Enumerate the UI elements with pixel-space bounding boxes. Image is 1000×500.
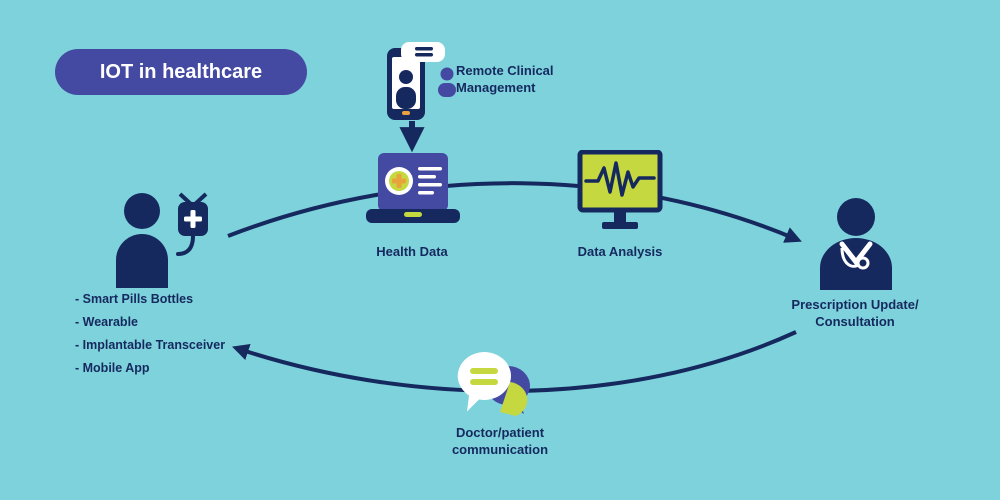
- communication-bubbles-icon: [457, 352, 530, 416]
- data-analysis-label-text: Data Analysis: [577, 244, 663, 259]
- doctor-icon: [820, 198, 892, 290]
- data-analysis-label: Data Analysis: [560, 243, 680, 260]
- data-analysis-monitor-icon: [577, 150, 663, 229]
- title-badge-label: IOT in healthcare: [99, 60, 263, 83]
- list-item-wearable: - Wearable: [75, 315, 138, 329]
- title-badge: IOT in healthcare: [55, 49, 307, 95]
- remote-clinical-label-line2: Management: [456, 80, 536, 95]
- prescription-label-line1: Prescription Update/: [791, 297, 919, 312]
- list-item-implantable: - Implantable Transceiver: [75, 338, 226, 352]
- communication-label: Doctor/patient communication: [420, 424, 580, 458]
- remote-clinical-label-line1: Remote Clinical: [456, 63, 554, 78]
- remote-clinical-phone-icon: [387, 42, 456, 120]
- prescription-label-line2: Consultation: [815, 314, 895, 329]
- device-list: - Smart Pills Bottles - Wearable - Impla…: [75, 292, 225, 384]
- remote-clinical-label: Remote Clinical Management: [456, 62, 554, 96]
- arrow-patient-to-doctor: [227, 181, 802, 243]
- communication-label-line2: communication: [451, 442, 549, 457]
- list-item-smart-pills: - Smart Pills Bottles: [75, 292, 194, 306]
- health-data-label-text: Health Data: [376, 244, 448, 259]
- list-item-mobile-app: - Mobile App: [75, 361, 150, 375]
- patient-icon: [116, 192, 208, 288]
- prescription-label: Prescription Update/ Consultation: [755, 296, 955, 330]
- health-data-laptop-icon: [366, 153, 460, 223]
- communication-label-line1: Doctor/patient: [455, 425, 545, 440]
- health-data-label: Health Data: [352, 243, 472, 260]
